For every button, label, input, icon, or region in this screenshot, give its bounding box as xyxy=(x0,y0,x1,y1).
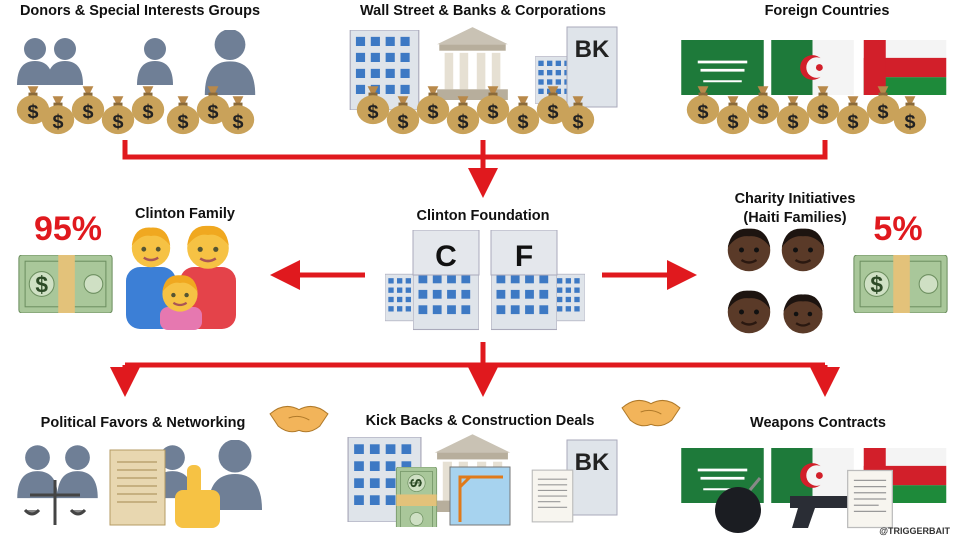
donors-title: Donors & Special Interests Groups xyxy=(19,3,261,19)
family-title: Clinton Family xyxy=(135,206,235,222)
political-icons xyxy=(15,439,285,535)
kickbacks-icons: BK xyxy=(345,432,620,532)
foreign-flags-icons xyxy=(680,35,955,145)
charity-title: Charity Initiatives (Haiti Families) xyxy=(735,190,856,228)
scroll-icon xyxy=(109,449,166,526)
handshake-icon xyxy=(268,398,330,443)
kickbacks-title: Kick Backs & Construction Deals xyxy=(365,413,595,429)
faces-icon xyxy=(722,225,832,345)
pistol-icon xyxy=(790,496,850,528)
bk-label: BK xyxy=(575,36,610,63)
dollar-bill-icon xyxy=(853,255,948,318)
top-collector-line xyxy=(122,140,828,160)
weapons-icons xyxy=(680,448,950,543)
foundation-buildings-icon: C F xyxy=(385,229,585,337)
scales-icon xyxy=(23,480,87,525)
weapons-title: Weapons Contracts xyxy=(750,415,886,431)
family-percent: 95% xyxy=(33,210,103,248)
charity-percent: 5% xyxy=(873,210,923,248)
thumbs-up-icon xyxy=(175,465,220,528)
family-icon xyxy=(122,222,240,335)
silhouettes-icon xyxy=(15,29,285,145)
foundation-title: Clinton Foundation xyxy=(416,208,550,224)
dollar-bill-icon xyxy=(395,467,438,532)
watermark: @TRIGGERBAIT xyxy=(879,526,950,536)
foreign-title: Foreign Countries xyxy=(764,3,890,19)
wallstreet-title: Wall Street & Banks & Corporations xyxy=(359,3,607,19)
bottom-distributor-line xyxy=(125,342,825,368)
charity-title-line1: Charity Initiatives xyxy=(734,191,856,207)
letter-c: C xyxy=(435,240,457,273)
bomb-icon xyxy=(715,477,762,533)
charity-title-line2: (Haiti Families) xyxy=(743,210,847,226)
letter-f: F xyxy=(515,240,533,273)
political-title: Political Favors & Networking xyxy=(40,415,246,431)
construction-icon xyxy=(449,466,511,526)
banks-corporations-icons: BK xyxy=(345,25,625,145)
dollar-bill-icon xyxy=(18,255,113,318)
bk-label: BK xyxy=(575,449,610,476)
handshake-icon xyxy=(620,392,682,437)
